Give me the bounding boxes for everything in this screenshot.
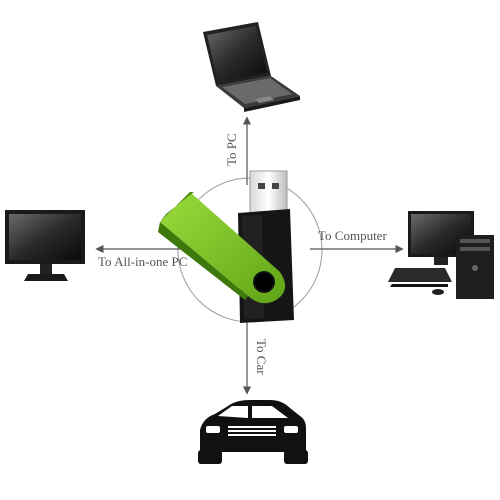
arrows (95, 116, 404, 395)
car-icon (198, 400, 308, 464)
label-to-all-in-one: To All-in-one PC (98, 254, 187, 269)
label-to-pc: To PC (224, 133, 239, 166)
usb-flash-drive-icon (158, 170, 294, 323)
laptop-icon (203, 22, 300, 112)
label-to-car: To Car (254, 339, 269, 375)
desktop-computer-icon (388, 211, 494, 299)
label-to-computer: To Computer (318, 228, 387, 243)
all-in-one-pc-icon (5, 210, 85, 281)
